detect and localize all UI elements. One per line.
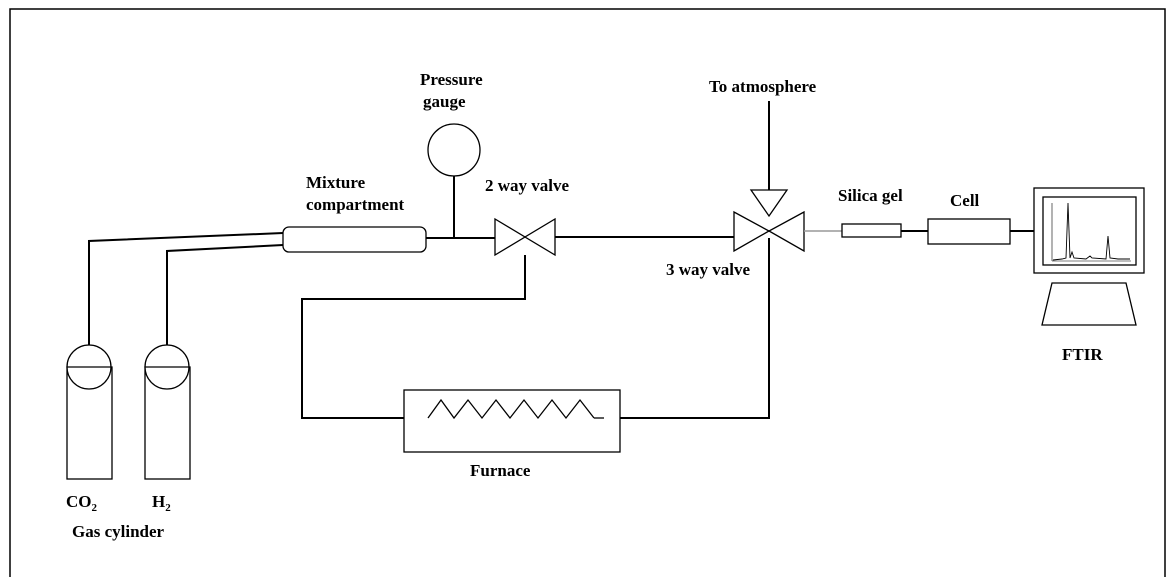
co2-label-base: CO: [66, 492, 92, 511]
cell-label: Cell: [950, 191, 980, 210]
co2-label: CO2: [66, 492, 98, 514]
co2-cylinder: [66, 344, 113, 480]
gas-cell: [927, 218, 1011, 245]
h2-label: H2: [152, 492, 171, 514]
to-atmosphere-label: To atmosphere: [709, 77, 817, 96]
h2-label-base: H: [152, 492, 165, 511]
mixture-compartment: [282, 226, 427, 253]
furnace-label: Furnace: [470, 461, 531, 480]
pressure-gauge-label-line1: Pressure: [420, 70, 483, 89]
gas-lines: [88, 232, 284, 358]
furnace: [403, 389, 621, 453]
furnace-loop: [301, 238, 770, 419]
pressure-gauge-label-line2: gauge: [423, 92, 466, 111]
gas-cylinder-label: Gas cylinder: [72, 522, 165, 541]
pressure-gauge: [427, 123, 481, 238]
three-way-valve-label: 3 way valve: [666, 260, 751, 279]
silica-gel-label: Silica gel: [838, 186, 903, 205]
ftir-label: FTIR: [1062, 345, 1103, 364]
co2-label-sub: 2: [92, 502, 98, 514]
h2-cylinder: [144, 344, 191, 480]
mixture-label-line1: Mixture: [306, 173, 366, 192]
two-way-valve-label: 2 way valve: [485, 176, 570, 195]
diagram-frame: [9, 8, 1166, 577]
ftir-instrument: [1033, 187, 1145, 326]
mixture-label-line2: compartment: [306, 195, 405, 214]
spectrum-icon: [1051, 202, 1131, 262]
h2-label-sub: 2: [165, 502, 171, 514]
